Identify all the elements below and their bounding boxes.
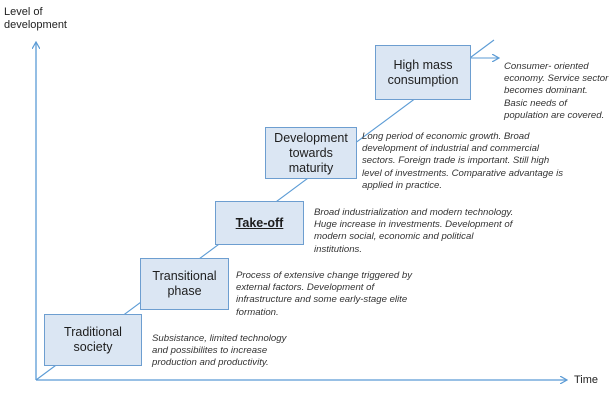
stage-description: Broad industrialization and modern techn… [314,207,514,255]
stage-take-off: Take-off [215,201,304,245]
stage-label: Traditional society [64,325,122,354]
stage-label: High mass consumption [387,57,459,87]
stage-transitional-phase: Transitional phase [140,258,229,310]
stage-label: Take-off [235,215,284,230]
y-axis-label: Level of development [4,6,67,31]
x-axis-label: Time [574,374,599,386]
stage-high-mass-consumption: High mass consumption [375,45,471,100]
stage-label: Transitional phase [152,269,217,298]
stage-description: Long period of economic growth. Broad de… [362,131,564,191]
stage-description: Subsistance, limited technology and poss… [152,333,287,369]
stage-description: Process of extensive change triggered by… [236,270,412,318]
stage-label: Development towards maturity [274,130,348,175]
stage-development-towards-maturity: Development towards maturity [265,127,357,179]
stage-description: Consumer- oriented economy. Service sect… [504,61,609,121]
stage-traditional-society: Traditional society [44,314,142,366]
